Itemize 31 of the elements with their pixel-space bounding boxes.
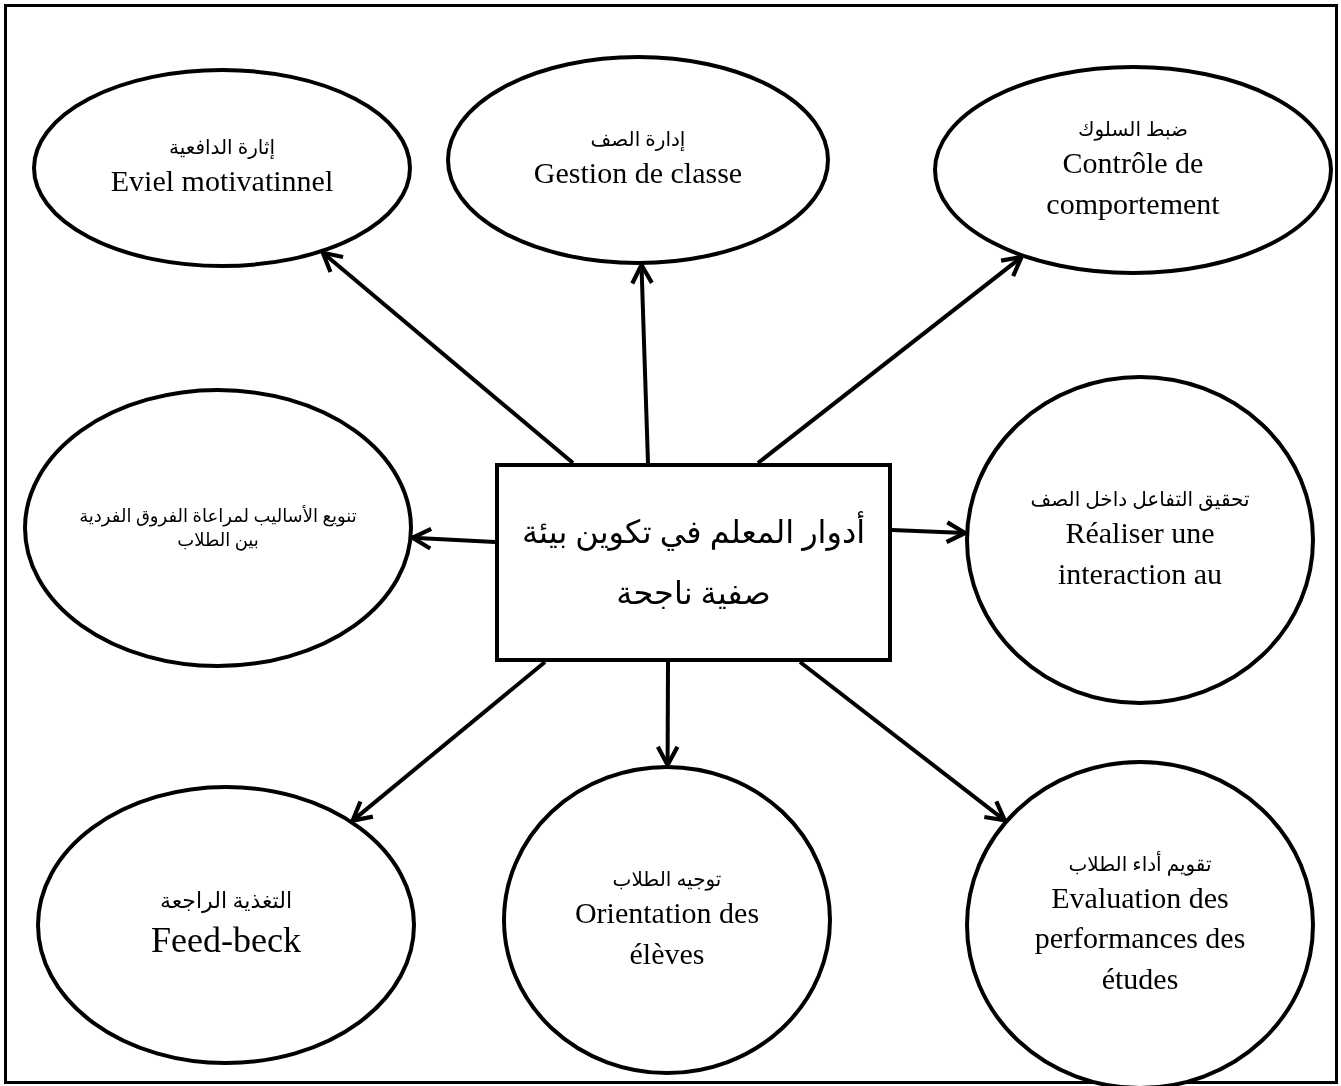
heading-text: تحقيق التفاعل داخل الصف xyxy=(1030,487,1250,513)
arrow xyxy=(798,660,1007,823)
arrow xyxy=(756,255,1024,465)
ellipse-node xyxy=(502,765,832,1075)
label-text: Orientation des élèves xyxy=(573,895,761,972)
label-text: Contrôle de comportement xyxy=(1045,145,1221,222)
title-box xyxy=(495,463,892,662)
ellipse-node xyxy=(446,55,830,265)
heading-text: إدارة الصف xyxy=(590,127,686,153)
heading-text: توجيه الطلاب xyxy=(612,867,722,893)
arrow xyxy=(350,660,547,823)
arrow xyxy=(655,662,680,768)
label-text: Eviel motivatinnel xyxy=(110,163,334,200)
ellipse-node xyxy=(933,65,1333,275)
ellipse-node xyxy=(965,375,1315,705)
label-text: Feed-beck xyxy=(151,918,301,962)
heading-text: التغذية الراجعة xyxy=(159,886,293,915)
heading-text: إثارة الدافعية xyxy=(169,135,275,161)
label-text: Réaliser une interaction au xyxy=(1056,515,1224,592)
ellipse-node xyxy=(32,68,412,268)
arrow xyxy=(630,262,654,464)
arrow xyxy=(410,526,496,551)
arrow xyxy=(320,250,575,465)
label-text: Gestion de classe xyxy=(533,155,743,192)
heading-text: تقويم أداء الطلاب xyxy=(1068,850,1212,878)
ellipse-node xyxy=(23,388,413,668)
heading-text: ضبط السلوك xyxy=(1078,117,1188,143)
ellipse-node xyxy=(36,785,416,1065)
label-text: تنويع الأساليب لمراعاة الفروق الفردية بين الطلاب xyxy=(78,504,358,553)
label-text: Evaluation des performances des études xyxy=(1033,879,1247,997)
label-text: أدوار المعلم في تكوين بيئة صفية ناجحة xyxy=(520,510,867,613)
